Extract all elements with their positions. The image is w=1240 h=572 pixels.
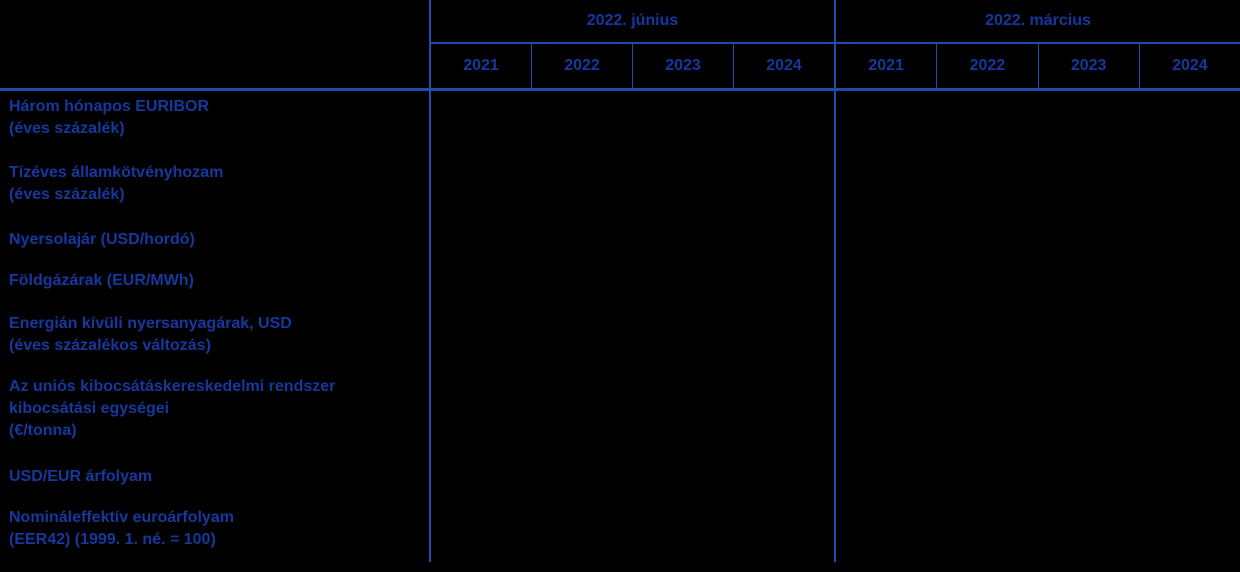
year-header-cell: 2024 xyxy=(733,44,834,88)
row-label-line: (€/tonna) xyxy=(9,422,77,439)
row-label-line: Energián kívüli nyersanyagárak, USD xyxy=(9,315,292,332)
row-label-line: (EER42) (1999. 1. né. = 100) xyxy=(9,531,216,548)
row-label-line: Nomináleffektív euroárfolyam xyxy=(9,509,234,526)
year-header-row-june: 2021 2022 2023 2024 xyxy=(431,44,834,88)
header-bottom-rule xyxy=(0,88,1240,91)
row-label-nominal-effective-euro-rate: Nomináleffektív euroárfolyam (EER42) (19… xyxy=(9,507,424,551)
column-group-title-june: 2022. június xyxy=(586,12,679,29)
row-label-line: Az uniós kibocsátáskereskedelmi rendszer xyxy=(9,378,336,395)
row-label-line: (éves százalékos változás) xyxy=(9,337,211,354)
year-header-cell: 2021 xyxy=(463,57,499,74)
row-label-line: Tízéves államkötvényhozam xyxy=(9,164,224,181)
group-divider xyxy=(834,0,836,562)
row-label-line: USD/EUR árfolyam xyxy=(9,468,153,485)
year-header-cell: 2021 xyxy=(868,57,904,74)
row-label-line: kibocsátási egységei xyxy=(9,400,170,417)
row-label-line: Nyersolajár (USD/hordó) xyxy=(9,231,195,248)
year-header-cell: 2024 xyxy=(1138,44,1240,88)
year-header-cell: 2022 xyxy=(531,44,632,88)
column-group-title-march: 2022. március xyxy=(985,12,1091,29)
row-label-line: (éves százalék) xyxy=(9,120,125,137)
year-header-cell: 2023 xyxy=(632,44,733,88)
year-header-cell: 2023 xyxy=(1037,44,1139,88)
year-header-cell: 2022 xyxy=(936,44,1037,88)
row-label-government-bond-yield: Tízéves államkötvényhozam (éves százalék… xyxy=(9,162,424,206)
row-label-eu-ets-allowances: Az uniós kibocsátáskereskedelmi rendszer… xyxy=(9,376,424,442)
row-label-natural-gas-price: Földgázárak (EUR/MWh) xyxy=(9,270,424,292)
year-header-row-march: 2021 2022 2023 2024 xyxy=(836,44,1240,88)
row-label-non-energy-commodity-prices: Energián kívüli nyersanyagárak, USD (éve… xyxy=(9,313,424,357)
row-label-line: (éves százalék) xyxy=(9,186,125,203)
row-label-euribor: Három hónapos EURIBOR (éves százalék) xyxy=(9,96,424,140)
row-label-crude-oil-price: Nyersolajár (USD/hordó) xyxy=(9,229,424,251)
group-header-divider xyxy=(429,42,1240,44)
row-label-line: Három hónapos EURIBOR xyxy=(9,98,210,115)
row-label-usd-eur-exchange-rate: USD/EUR árfolyam xyxy=(9,466,424,488)
label-column-divider xyxy=(429,0,431,562)
row-label-line: Földgázárak (EUR/MWh) xyxy=(9,272,194,289)
